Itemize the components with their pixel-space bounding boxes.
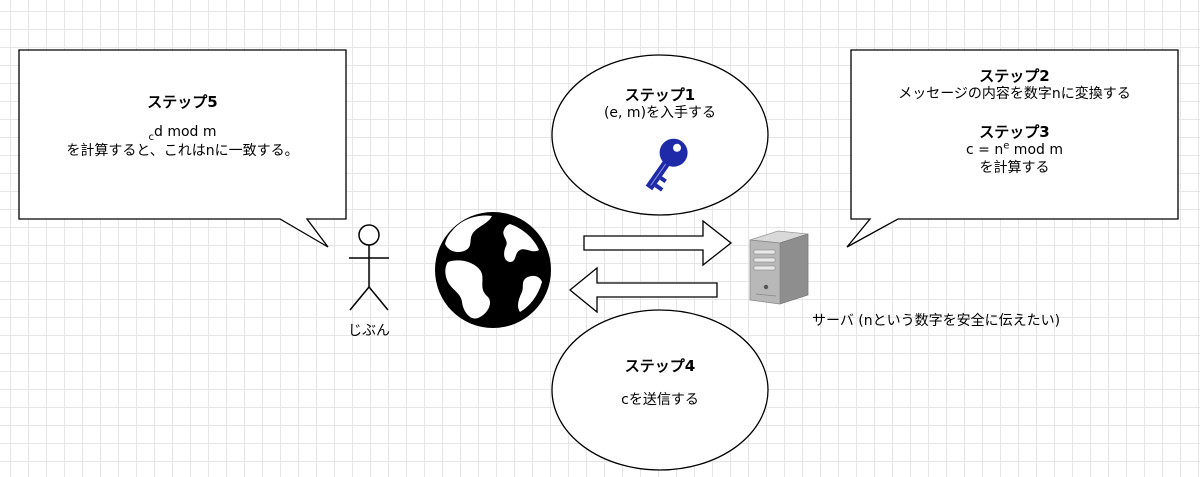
person-icon <box>349 224 389 311</box>
server-label: サーバ (nという数字を安全に伝えたい) <box>812 313 1061 329</box>
server-icon <box>749 230 809 305</box>
step5-formula-sub: c <box>148 131 154 143</box>
step5-line2: を計算すると、これはnに一致する。 <box>66 143 299 160</box>
step2-title: ステップ2 <box>979 67 1050 85</box>
step2-line1: メッセージの内容を数字nに変換する <box>898 85 1131 102</box>
step1-line1: (e, m)を入手する <box>603 104 717 121</box>
step5-speech-bubble <box>18 49 347 248</box>
step5-formula: cd mod m <box>19 124 346 142</box>
key-icon <box>645 138 688 192</box>
step4-title: ステップ4 <box>624 357 696 375</box>
receive-arrow-left <box>568 266 718 314</box>
step3-formula-exp: e <box>1003 140 1010 152</box>
step3-line2: を計算する <box>979 159 1050 176</box>
step3-title: ステップ3 <box>979 123 1050 142</box>
step5-formula-body: d mod m <box>153 123 217 140</box>
step4-line1: cを送信する <box>621 391 699 408</box>
person-label: じぶん <box>348 323 390 339</box>
step3-formula-base: c = n <box>966 142 1004 158</box>
step2-step3-speech-bubble <box>846 49 1179 248</box>
step2-step3-text: ステップ2 メッセージの内容を数字nに変換する ステップ3 c = ne mod… <box>851 67 1178 177</box>
step1-ellipse <box>551 54 769 216</box>
step4-ellipse <box>551 309 769 471</box>
step3-formula-mod: mod m <box>1009 142 1063 158</box>
globe-icon <box>435 212 551 328</box>
step5-text: ステップ5 cd mod m を計算すると、これはnに一致する。 <box>19 93 346 161</box>
send-arrow-right <box>583 219 733 267</box>
step4-text: ステップ4 cを送信する <box>560 357 760 409</box>
step3-formula: c = ne mod m <box>851 140 1178 160</box>
step1-text: ステップ1 (e, m)を入手する <box>560 86 760 122</box>
step5-title: ステップ5 <box>147 93 218 111</box>
step1-title: ステップ1 <box>624 86 696 104</box>
